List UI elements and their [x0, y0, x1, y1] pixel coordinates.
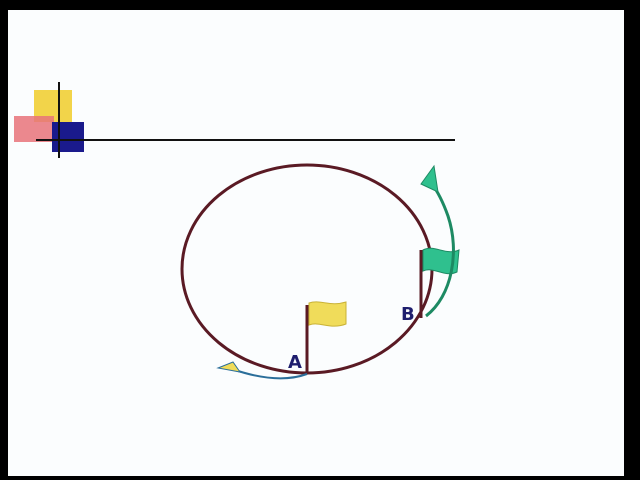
tangent-arrow-b	[420, 164, 455, 318]
yellow-flag-icon	[305, 301, 347, 373]
arrow-head-a	[216, 361, 242, 373]
corner-decoration-icon	[14, 82, 84, 158]
tangent-arrow-a	[216, 361, 308, 380]
flag-cloth-b	[422, 247, 460, 275]
arrow-head-b	[420, 164, 439, 193]
deco-blue-square	[52, 122, 84, 152]
green-flag-icon	[419, 247, 460, 318]
point-label-a: A	[288, 352, 302, 373]
flag-cloth-a	[308, 301, 347, 327]
deco-red-square	[14, 116, 54, 142]
slide-canvas	[8, 10, 624, 476]
arrow-shaft-b	[425, 183, 455, 318]
point-label-b: B	[401, 304, 415, 325]
